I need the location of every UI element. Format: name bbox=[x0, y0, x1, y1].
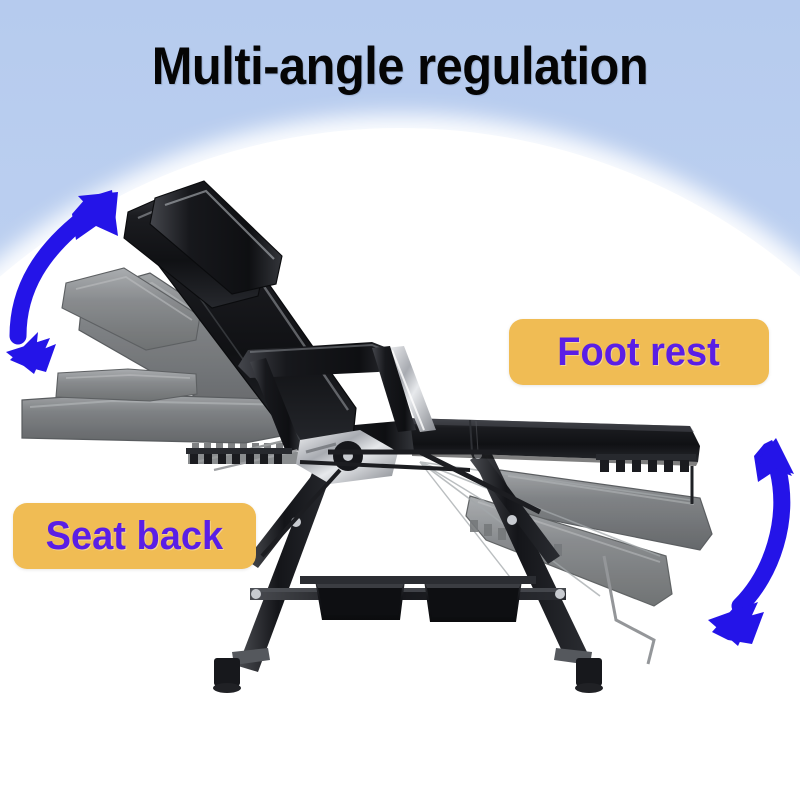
page-title: Multi-angle regulation bbox=[151, 37, 649, 96]
frame-foot-left bbox=[213, 648, 270, 693]
bed-frame bbox=[213, 450, 603, 693]
storage-tray-left bbox=[315, 580, 405, 620]
callout-seat-back: Seat back bbox=[13, 503, 256, 569]
seat-back-arrow bbox=[6, 190, 118, 374]
ghost-seatback-positions bbox=[21, 267, 313, 472]
storage-tray-right bbox=[424, 580, 522, 622]
ghost-backrest-mid bbox=[61, 267, 301, 421]
bed-underframe-linkage bbox=[260, 449, 542, 558]
callout-foot-rest-label: Foot rest bbox=[557, 330, 721, 374]
bed-armrest bbox=[238, 342, 436, 452]
callout-seat-back-label: Seat back bbox=[45, 514, 224, 558]
storage-trays bbox=[300, 576, 536, 622]
callout-foot-rest: Foot rest bbox=[509, 319, 769, 385]
ghost-crank-handle bbox=[602, 555, 656, 665]
bed-headrest bbox=[123, 180, 283, 309]
foot-rest-arrow bbox=[708, 438, 794, 646]
frame-foot-right bbox=[554, 648, 603, 693]
ghost-backrest-flat bbox=[21, 368, 303, 444]
bed-ratchet-left bbox=[186, 448, 292, 464]
bed-ratchet-right bbox=[596, 454, 696, 504]
